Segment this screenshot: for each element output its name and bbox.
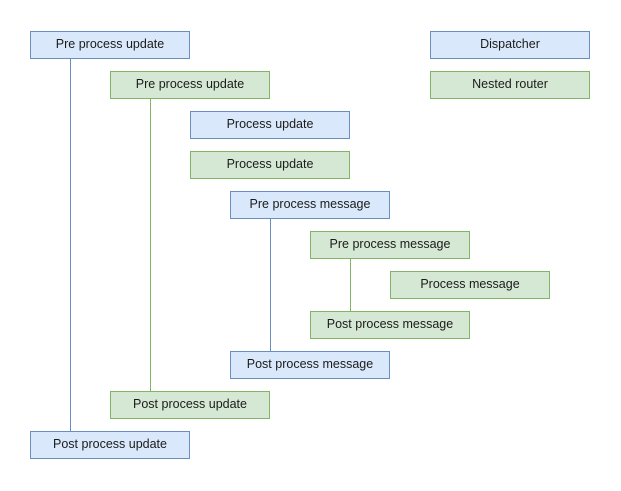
- legend-item-router: Nested router: [430, 71, 590, 99]
- node-label: Post process message: [246, 357, 374, 372]
- node-label: Post process update: [133, 397, 247, 412]
- node-label: Process message: [420, 277, 520, 292]
- node-pre-process-message-dispatcher[interactable]: Pre process message: [230, 191, 390, 219]
- node-pre-process-update-router[interactable]: Pre process update: [110, 71, 270, 99]
- node-pre-process-message-router[interactable]: Pre process message: [310, 231, 470, 259]
- node-label: Process update: [226, 117, 314, 132]
- node-process-update-router[interactable]: Process update: [190, 151, 350, 179]
- connector-edge-dispatcher-inner: [270, 219, 271, 351]
- node-label: Pre process message: [329, 237, 451, 252]
- legend-item-label: Dispatcher: [480, 37, 540, 52]
- node-process-update-dispatcher[interactable]: Process update: [190, 111, 350, 139]
- node-label: Pre process update: [55, 37, 165, 52]
- node-label: Post process message: [326, 317, 454, 332]
- node-pre-process-update-dispatcher[interactable]: Pre process update: [30, 31, 190, 59]
- node-post-process-message-dispatcher[interactable]: Post process message: [230, 351, 390, 379]
- node-label: Process update: [226, 157, 314, 172]
- connector-edge-dispatcher-outer: [70, 59, 71, 431]
- node-post-process-update-router[interactable]: Post process update: [110, 391, 270, 419]
- node-label: Pre process update: [135, 77, 245, 92]
- node-process-message-router[interactable]: Process message: [390, 271, 550, 299]
- legend-item-label: Nested router: [472, 77, 548, 92]
- node-post-process-update-dispatcher[interactable]: Post process update: [30, 431, 190, 459]
- node-post-process-message-router[interactable]: Post process message: [310, 311, 470, 339]
- legend-item-dispatcher: Dispatcher: [430, 31, 590, 59]
- connector-edge-router-outer: [150, 99, 151, 391]
- connector-edge-router-inner: [350, 259, 351, 311]
- node-label: Post process update: [53, 437, 167, 452]
- node-label: Pre process message: [249, 197, 371, 212]
